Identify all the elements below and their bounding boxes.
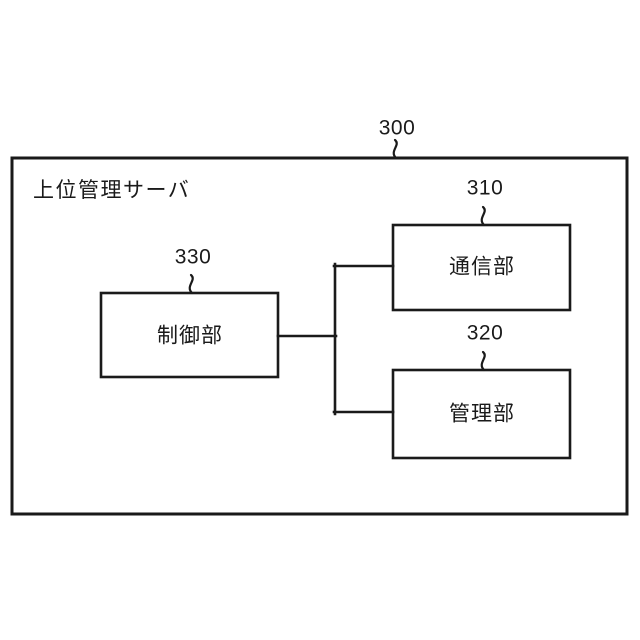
block-label-control-unit: 制御部 (157, 324, 223, 348)
block-management-unit (391, 368, 572, 460)
leader-line-320 (480, 350, 486, 372)
leader-line-310 (480, 205, 486, 227)
outer-block-title: 上位管理サーバ (33, 179, 191, 202)
block-label-communication-unit: 通信部 (449, 255, 515, 279)
block-control-unit (99, 291, 280, 379)
block-communication-unit (391, 223, 572, 312)
reference-number-320: 320 (466, 321, 504, 345)
block-label-management-unit: 管理部 (449, 402, 515, 426)
leader-line-300 (392, 138, 398, 160)
reference-number-310: 310 (466, 176, 504, 200)
reference-number-330: 330 (174, 245, 212, 269)
reference-number-300: 300 (378, 116, 416, 140)
leader-line-330 (188, 273, 194, 295)
